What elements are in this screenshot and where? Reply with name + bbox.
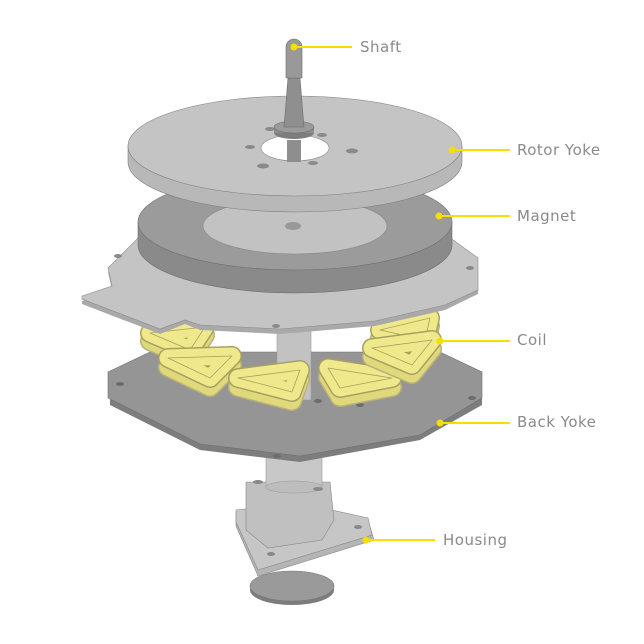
housing — [235, 454, 375, 577]
coil — [158, 346, 242, 388]
label-shaft: Shaft — [360, 38, 402, 56]
coil — [140, 317, 215, 360]
label-housing: Housing — [443, 531, 508, 549]
label-coil: Coil — [517, 331, 547, 349]
label-back-yoke: Back Yoke — [517, 413, 597, 431]
label-rotor-yoke: Rotor Yoke — [517, 141, 601, 159]
leader-lines — [290, 43, 510, 544]
rotor-yoke — [127, 95, 463, 213]
coil — [228, 360, 310, 402]
bottom-cap — [249, 570, 335, 605]
coil — [318, 358, 402, 398]
label-magnet: Magnet — [517, 207, 577, 225]
coil — [362, 330, 442, 375]
coils — [140, 308, 442, 411]
shaft — [273, 38, 315, 162]
